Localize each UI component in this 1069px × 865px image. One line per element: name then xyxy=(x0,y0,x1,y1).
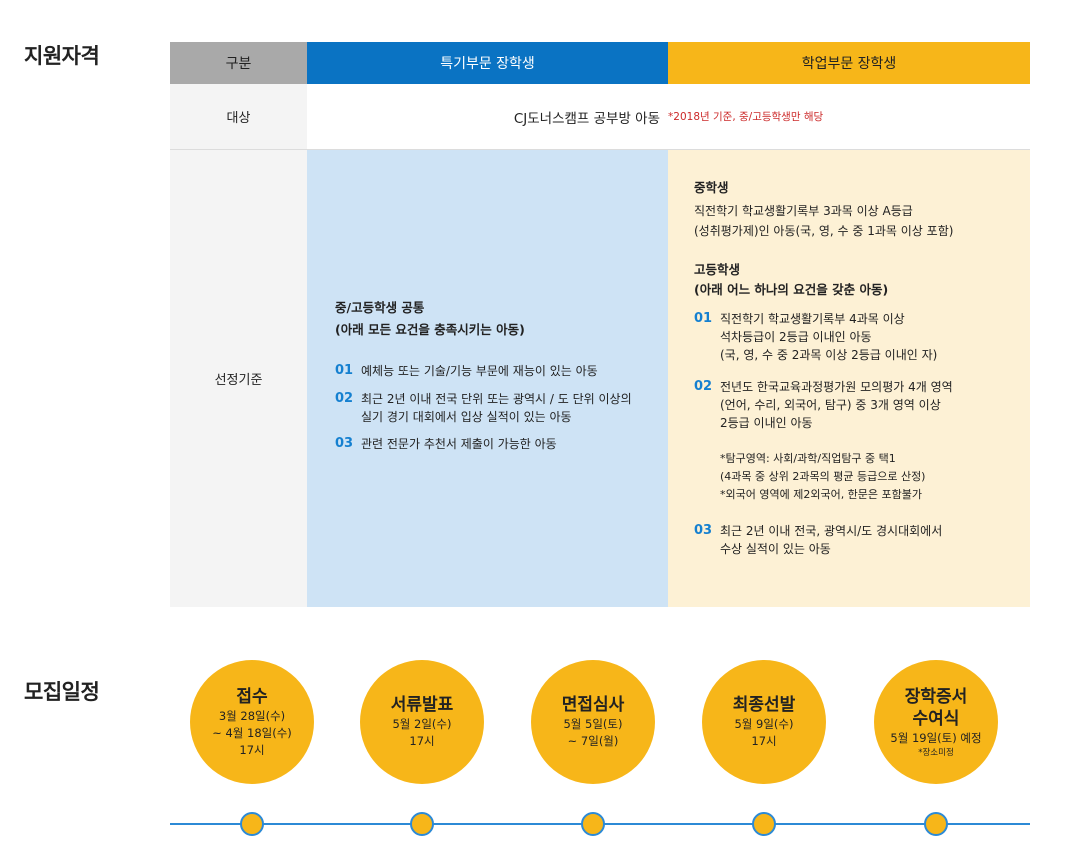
item-number: 01 xyxy=(335,363,354,378)
step-detail: 17시 xyxy=(751,734,777,748)
schedule-step-final-selection: 최종선발 5월 9일(수) 17시 xyxy=(702,660,826,784)
item-line: 최근 2년 이내 전국, 광역시/도 경시대회에서 xyxy=(720,524,943,538)
target-main-text: CJ도너스캠프 공부방 아동 xyxy=(513,110,661,127)
target-cell: CJ도너스캠프 공부방 아동 *2018년 기준, 중/고등학생만 해당 xyxy=(307,84,1030,150)
schedule-step-interview: 면접심사 5월 5일(토) ~ 7일(월) xyxy=(531,660,655,784)
item-number: 02 xyxy=(694,379,713,394)
step-title: 서류발표 xyxy=(390,695,454,715)
schedule-section-title: 모집일정 xyxy=(24,680,100,704)
timeline-dot xyxy=(752,812,776,836)
item-line: (언어, 수리, 외국어, 탐구) 중 3개 영역 이상 xyxy=(720,398,941,412)
timeline-dot xyxy=(924,812,948,836)
special-subheading: (아래 모든 요건을 충족시키는 아동) xyxy=(335,322,525,337)
academic-item-02: 02 전년도 한국교육과정평가원 모의평가 4개 영역 (언어, 수리, 외국어… xyxy=(694,378,953,432)
step-detail: 5월 5일(토) xyxy=(563,717,623,731)
step-detail: 5월 19일(토) 예정 xyxy=(890,730,982,745)
step-detail: 5월 2일(수) xyxy=(392,717,452,731)
item-line: 2등급 이내인 아동 xyxy=(720,416,813,430)
timeline-dot xyxy=(581,812,605,836)
item-number: 03 xyxy=(335,436,354,451)
special-heading: 중/고등학생 공통 xyxy=(335,300,425,315)
academic-note: *외국어 영역에 제2외국어, 한문은 포함불가 xyxy=(720,488,923,501)
high-school-title: 고등학생 xyxy=(694,262,741,277)
item-line: 예체능 또는 기술/기능 부문에 재능이 있는 아동 xyxy=(361,364,598,378)
item-line: 석차등급이 2등급 이내인 아동 xyxy=(720,330,872,344)
header-academic-scholarship: 학업부문 장학생 xyxy=(668,42,1030,84)
step-note: *장소미정 xyxy=(918,747,954,758)
academic-item-01: 01 직전학기 학교생활기록부 4과목 이상 석차등급이 2등급 이내인 아동 … xyxy=(694,310,937,364)
item-line: 최근 2년 이내 전국 단위 또는 광역시 / 도 단위 이상의 xyxy=(361,392,632,406)
step-detail: ~ 7일(월) xyxy=(567,734,619,748)
academic-notes: *탐구영역: 사회/과학/직업탐구 중 택1 (4과목 중 상위 2과목의 평균… xyxy=(720,450,925,504)
step-detail: 5월 9일(수) xyxy=(734,717,794,731)
item-line: 전년도 한국교육과정평가원 모의평가 4개 영역 xyxy=(720,380,953,394)
item-line: 관련 전문가 추천서 제출이 가능한 아동 xyxy=(361,437,557,451)
special-item-03: 03 관련 전문가 추천서 제출이 가능한 아동 xyxy=(335,435,557,453)
academic-note: (4과목 중 상위 2과목의 평균 등급으로 산정) xyxy=(720,470,926,483)
middle-school-line2: (성취평가제)인 아동(국, 영, 수 중 1과목 이상 포함) xyxy=(694,224,954,238)
high-school-subtitle: (아래 어느 하나의 요건을 갖춘 아동) xyxy=(694,282,889,297)
special-item-02: 02 최근 2년 이내 전국 단위 또는 광역시 / 도 단위 이상의 실기 경… xyxy=(335,390,632,426)
item-line: 직전학기 학교생활기록부 4과목 이상 xyxy=(720,312,905,326)
item-line: 실기 경기 대회에서 입상 실적이 있는 아동 xyxy=(361,410,572,424)
step-title: 면접심사 xyxy=(561,695,625,715)
academic-criteria-cell: 중학생 직전학기 학교생활기록부 3과목 이상 A등급 (성취평가제)인 아동(… xyxy=(668,150,1030,607)
row-label-target: 대상 xyxy=(170,84,307,150)
middle-school-line1: 직전학기 학교생활기록부 3과목 이상 A등급 xyxy=(694,204,913,218)
step-detail: 17시 xyxy=(239,742,265,757)
eligibility-section-title: 지원자격 xyxy=(24,44,100,68)
special-item-01: 01 예체능 또는 기술/기능 부문에 재능이 있는 아동 xyxy=(335,362,598,380)
academic-note: *탐구영역: 사회/과학/직업탐구 중 택1 xyxy=(720,452,896,465)
schedule-step-ceremony: 장학증서 수여식 5월 19일(토) 예정 *장소미정 xyxy=(874,660,998,784)
row-label-criteria: 선정기준 xyxy=(170,150,307,607)
timeline-dot xyxy=(410,812,434,836)
header-special-scholarship: 특기부문 장학생 xyxy=(307,42,668,84)
step-title: 장학증서 xyxy=(904,686,968,707)
academic-item-03: 03 최근 2년 이내 전국, 광역시/도 경시대회에서 수상 실적이 있는 아… xyxy=(694,522,942,558)
timeline-dot xyxy=(240,812,264,836)
item-line: 수상 실적이 있는 아동 xyxy=(720,542,831,556)
step-detail: 17시 xyxy=(409,734,435,748)
eligibility-table: 구분 특기부문 장학생 학업부문 장학생 대상 CJ도너스캠프 공부방 아동 *… xyxy=(170,42,1030,607)
schedule-step-application: 접수 3월 28일(수) ~ 4월 18일(수) 17시 xyxy=(190,660,314,784)
item-line: (국, 영, 수 중 2과목 이상 2등급 이내인 자) xyxy=(720,348,938,362)
item-number: 02 xyxy=(335,391,354,406)
schedule-step-document-result: 서류발표 5월 2일(수) 17시 xyxy=(360,660,484,784)
middle-school-title: 중학생 xyxy=(694,180,729,195)
step-title: 수여식 xyxy=(912,708,960,729)
target-note: *2018년 기준, 중/고등학생만 해당 xyxy=(668,111,824,123)
step-title: 최종선발 xyxy=(732,695,796,715)
item-number: 03 xyxy=(694,523,713,538)
item-number: 01 xyxy=(694,311,713,326)
header-category: 구분 xyxy=(170,42,307,84)
special-criteria-cell: 중/고등학생 공통 (아래 모든 요건을 충족시키는 아동) 01 예체능 또는… xyxy=(307,150,668,607)
step-detail: ~ 4월 18일(수) xyxy=(212,725,292,740)
step-title: 접수 xyxy=(236,686,268,707)
step-detail: 3월 28일(수) xyxy=(218,708,286,723)
